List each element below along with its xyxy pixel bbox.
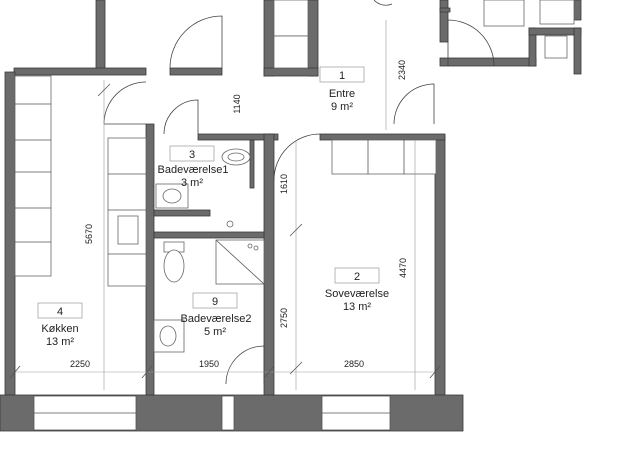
dim-2850: 2850 [344, 359, 364, 369]
room-number: 9 [212, 296, 218, 308]
door-top-right [447, 19, 495, 67]
room-name: Køkken [41, 323, 78, 335]
top-fixtures [273, 0, 575, 69]
dimension-lines [9, 20, 441, 390]
room-number: 2 [354, 271, 360, 283]
dim-4470: 4470 [398, 258, 408, 278]
room-area: 13 m² [46, 336, 74, 348]
dim-2750: 2750 [279, 308, 289, 328]
bedroom-wardrobe [331, 139, 437, 175]
room-area: 9 m² [331, 101, 353, 113]
interior-walls [145, 123, 446, 396]
room-label-badevaerelse2: 9 Badeværelse2 5 m² [181, 292, 252, 338]
room-area: 13 m² [343, 301, 371, 313]
room-name: Badeværelse2 [181, 313, 252, 325]
room-area: 5 m² [204, 326, 226, 338]
door-top-edge [373, 0, 393, 6]
door-kitchen [103, 81, 147, 125]
dim-1140: 1140 [232, 94, 242, 113]
room-label-badevaerelse1: 3 Badeværelse1 3 m² [158, 145, 229, 189]
room-label-entre: 1 Entre 9 m² [319, 66, 365, 113]
room-name: Soveværelse [325, 288, 389, 300]
room-area: 3 m² [181, 177, 203, 189]
room-name: Badeværelse1 [158, 164, 229, 176]
room-number: 1 [339, 70, 345, 82]
kitchen-counters [14, 75, 147, 287]
dim-1610: 1610 [279, 174, 289, 194]
room-label-koekken: 4 Køkken 13 m² [37, 302, 83, 348]
door-bedroom [273, 133, 321, 181]
dim-2340: 2340 [397, 60, 407, 80]
dim-1950: 1950 [199, 359, 219, 369]
door-bath2 [225, 345, 265, 385]
room-number: 3 [189, 149, 195, 161]
door-entre-right [393, 83, 435, 125]
door-top-left [169, 15, 223, 69]
bath1-fixtures [155, 148, 251, 228]
door-bath1 [163, 99, 199, 135]
dim-2250: 2250 [70, 359, 90, 369]
room-number: 4 [57, 306, 63, 318]
room-label-sovevaerelse: 2 Soveværelse 13 m² [325, 267, 389, 313]
bath2-fixtures [153, 239, 265, 353]
windows [33, 395, 391, 431]
room-name: Entre [329, 88, 355, 100]
dim-5670: 5670 [84, 224, 94, 244]
